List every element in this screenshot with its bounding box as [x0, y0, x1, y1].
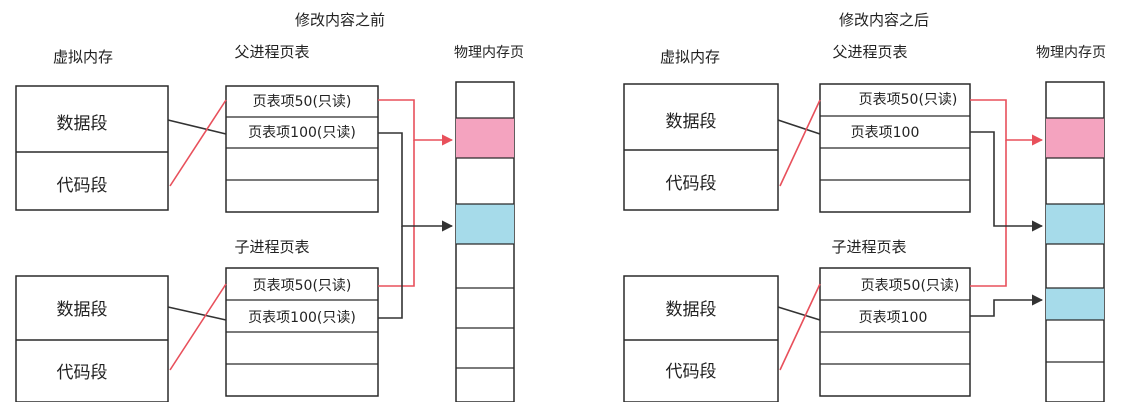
- right-physical-memory: [1045, 81, 1105, 402]
- left-parent-code-segment: 代码段: [57, 176, 108, 196]
- left-panel: 修改内容之前 虚拟内存 父进程页表 物理内存页 子进程页表 数据段 代码段 数据…: [15, 11, 524, 402]
- left-parent-entry-100: 页表项100(只读): [248, 124, 356, 141]
- left-parent-code-to-entry-50: [169, 99, 227, 187]
- right-physical-header: 物理内存页: [1036, 45, 1106, 61]
- left-child-code-to-entry-50: [169, 283, 227, 371]
- right-parent-50-arrow: [970, 99, 1044, 146]
- left-parent-virtual-memory: 数据段 代码段: [15, 85, 169, 211]
- right-parent-page-table: 页表项50(只读) 页表项100: [819, 83, 971, 213]
- right-child-code-to-entry-50: [779, 283, 821, 371]
- right-child-code-segment: 代码段: [666, 362, 717, 382]
- right-parent-entry-50: 页表项50(只读): [859, 91, 958, 108]
- left-child-100-line: [378, 226, 403, 319]
- right-parent-code-segment: 代码段: [666, 174, 717, 194]
- right-parent-entry-100: 页表项100: [851, 125, 920, 141]
- left-child-data-to-entry-100: [167, 306, 227, 321]
- left-child-page-table: 页表项50(只读) 页表项100(只读): [225, 267, 379, 397]
- right-parent-virtual-memory: 数据段 代码段: [623, 83, 779, 211]
- left-physical-page-blue: [456, 204, 514, 244]
- right-physical-page-pink: [1046, 118, 1104, 158]
- right-child-entry-100: 页表项100: [859, 310, 928, 326]
- left-physical-memory: [455, 81, 515, 402]
- left-parent-entry-50: 页表项50(只读): [253, 93, 352, 110]
- right-virtual-header: 虚拟内存: [660, 48, 720, 66]
- left-child-code-segment: 代码段: [57, 363, 108, 383]
- left-child-virtual-memory: 数据段 代码段: [15, 275, 169, 402]
- left-physical-page-pink: [456, 118, 514, 158]
- left-parent-page-table: 页表项50(只读) 页表项100(只读): [225, 85, 379, 213]
- left-parent-data-segment: 数据段: [57, 114, 108, 134]
- left-parent-data-to-entry-100: [167, 119, 227, 135]
- right-child-data-to-entry-100: [777, 306, 821, 321]
- left-child-50-line: [378, 140, 415, 287]
- right-parent-100-arrow: [970, 131, 1044, 232]
- right-physical-page-blue-child: [1046, 288, 1104, 320]
- right-parent-code-to-entry-50: [779, 99, 821, 187]
- right-parent-data-to-entry-100: [777, 119, 821, 135]
- right-physical-page-blue-parent: [1046, 204, 1104, 244]
- left-child-data-segment: 数据段: [57, 300, 108, 320]
- left-physical-header: 物理内存页: [454, 45, 524, 61]
- right-title: 修改内容之后: [839, 11, 929, 29]
- right-child-50-line: [970, 140, 1007, 287]
- left-child-table-header: 子进程页表: [234, 238, 309, 256]
- left-parent-50-arrow: [378, 99, 454, 146]
- left-child-entry-100: 页表项100(只读): [248, 309, 356, 326]
- left-parent-table-header: 父进程页表: [234, 43, 309, 61]
- right-child-table-header: 子进程页表: [831, 238, 906, 256]
- right-child-data-segment: 数据段: [666, 300, 717, 320]
- right-parent-table-header: 父进程页表: [832, 43, 907, 61]
- right-child-entry-50: 页表项50(只读): [861, 277, 960, 294]
- right-parent-data-segment: 数据段: [666, 112, 717, 132]
- left-virtual-header: 虚拟内存: [53, 48, 113, 66]
- left-title: 修改内容之前: [295, 11, 385, 29]
- left-child-entry-50: 页表项50(只读): [253, 277, 352, 294]
- right-child-100-arrow: [970, 294, 1044, 317]
- left-parent-100-arrow: [378, 132, 454, 232]
- right-panel: 修改内容之后 虚拟内存 父进程页表 物理内存页 子进程页表 数据段 代码段 数据…: [623, 11, 1106, 402]
- right-child-page-table: 页表项50(只读) 页表项100: [819, 267, 971, 397]
- right-child-virtual-memory: 数据段 代码段: [623, 275, 779, 402]
